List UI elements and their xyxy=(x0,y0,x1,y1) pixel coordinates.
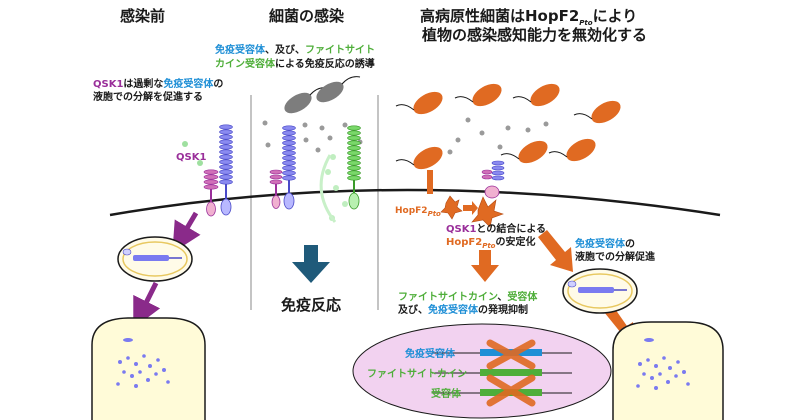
bacteria-orange xyxy=(413,83,621,170)
vesicle-right xyxy=(562,268,638,314)
qsk1-note-line1: QSK1は過剰な免疫受容体の xyxy=(93,79,224,90)
gene-label-immune: 免疫受容体 xyxy=(405,349,455,360)
qsk1-note-line2: 液胞での分解を促進する xyxy=(93,92,203,103)
immune-response-arrow xyxy=(292,245,330,283)
elicitor-dots-right xyxy=(447,117,549,155)
suppression-line2: 及び、免疫受容体の発現抑制 xyxy=(398,305,528,316)
secretion-tube xyxy=(427,170,433,194)
ligand-dot xyxy=(182,141,188,147)
gene-label-phyto: ファイトサイトカイン xyxy=(367,369,467,380)
phytosulfokine-receptor-middle xyxy=(347,125,361,210)
qsk1-label: QSK1 xyxy=(176,152,207,163)
heading-bacterial-infection: 細菌の感染 xyxy=(269,7,345,25)
hopf2-protein-2 xyxy=(471,196,504,228)
bacterium-gray-2 xyxy=(316,76,361,103)
small-arrow-right xyxy=(463,201,478,215)
gene-label-receptor: 受容体 xyxy=(431,389,461,400)
immune-response-label: 免疫反応 xyxy=(281,296,342,314)
cell-membrane xyxy=(109,188,721,217)
degradation-arrow-1 xyxy=(172,211,201,253)
expression-block-crosses xyxy=(486,339,536,407)
induction-line1: 免疫受容体、及び、ファイトサイト xyxy=(215,45,375,56)
induction-line2: カイン受容体による免疫反応の誘導 xyxy=(215,59,375,70)
elicitor-dots xyxy=(262,120,363,153)
degradation-arrow-2 xyxy=(133,281,161,329)
vesicle-left xyxy=(117,236,193,282)
vacuole-right xyxy=(612,321,724,420)
nucleus xyxy=(352,323,612,419)
vacuole-left xyxy=(91,317,206,420)
receptor-right xyxy=(481,160,505,199)
hopf2-label: HopF2Pto xyxy=(395,206,441,218)
vacuole-note-line1: 免疫受容体の xyxy=(575,239,635,250)
heading-hopf2-line1: 高病原性細菌はHopF2Ptoにより xyxy=(420,7,638,27)
suppression-line1: ファイトサイトカイン、受容体 xyxy=(398,292,538,303)
flagella xyxy=(395,96,593,166)
phytosulfokine-arc xyxy=(319,154,337,223)
immune-receptor-middle xyxy=(269,125,296,210)
ligand-dot xyxy=(197,160,203,166)
gene-bar-phyto xyxy=(480,369,542,376)
heading-before-infection: 感染前 xyxy=(120,7,166,25)
qsk1-receptor-group xyxy=(203,124,233,217)
binding-line2: HopF2Ptoの安定化 xyxy=(446,237,536,250)
hopf2-protein-1 xyxy=(440,195,463,220)
heading-hopf2-line2: 植物の感染感知能力を無効化する xyxy=(422,26,648,44)
suppression-arrow xyxy=(471,250,499,282)
binding-line1: QSK1との結合による xyxy=(446,224,547,235)
degradation-arrow-right xyxy=(538,230,573,272)
vacuole-note-line2: 液胞での分解促進 xyxy=(575,252,655,263)
